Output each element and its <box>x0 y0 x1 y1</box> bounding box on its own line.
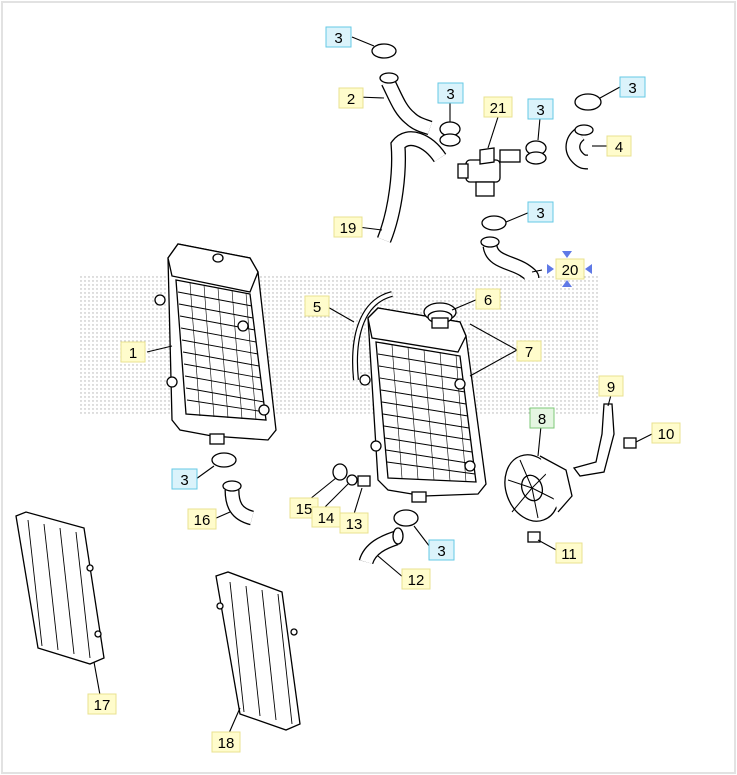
callout-label: 5 <box>313 299 321 316</box>
callout-17[interactable]: 17 <box>87 693 117 715</box>
callout-4[interactable]: 4 <box>606 135 632 157</box>
callout-13[interactable]: 13 <box>339 512 369 534</box>
callout-label: 13 <box>346 516 363 533</box>
callout-label: 11 <box>561 546 577 563</box>
callout-2[interactable]: 2 <box>338 87 364 109</box>
callout-label: 15 <box>296 501 313 518</box>
callout-9[interactable]: 9 <box>598 375 624 397</box>
callout-6[interactable]: 6 <box>475 288 501 310</box>
callout-label: 2 <box>347 91 355 108</box>
callout-16[interactable]: 16 <box>187 508 217 530</box>
hose-19 <box>376 131 447 243</box>
hose-4 <box>565 124 594 170</box>
callout-7[interactable]: 7 <box>516 340 542 362</box>
hardware-small <box>332 463 371 487</box>
screw <box>527 437 637 543</box>
callout-label: 10 <box>658 426 675 443</box>
callout-label: 3 <box>446 86 454 103</box>
callout-3[interactable]: 3 <box>437 82 464 104</box>
cooling-fan <box>504 454 573 522</box>
callout-1[interactable]: 1 <box>120 341 146 363</box>
callout-3[interactable]: 3 <box>527 98 554 120</box>
callout-label: 20 <box>562 262 579 279</box>
hose-16 <box>222 480 255 526</box>
callout-label: 21 <box>490 100 507 117</box>
callout-label: 9 <box>607 379 615 396</box>
callout-8[interactable]: 8 <box>529 407 555 429</box>
callout-12[interactable]: 12 <box>401 568 431 590</box>
radiator-shroud-left <box>15 511 105 665</box>
callout-14[interactable]: 14 <box>311 506 341 528</box>
callout-18[interactable]: 18 <box>211 731 241 753</box>
radiator-shroud-right <box>215 571 301 731</box>
callout-11[interactable]: 11 <box>555 542 583 564</box>
hose-12 <box>358 527 404 565</box>
callout-3[interactable]: 3 <box>428 539 455 561</box>
watermark <box>80 276 600 416</box>
callout-5[interactable]: 5 <box>304 295 330 317</box>
callout-label: 16 <box>194 512 211 529</box>
callout-19[interactable]: 19 <box>333 216 363 238</box>
callout-15[interactable]: 15 <box>289 497 319 519</box>
hose-20 <box>480 236 540 281</box>
radiator-cap <box>423 302 457 329</box>
callout-3[interactable]: 3 <box>619 76 646 98</box>
callout-label: 7 <box>525 344 533 361</box>
hose-2 <box>379 72 433 136</box>
fan-bracket <box>572 403 615 477</box>
callout-label: 1 <box>129 345 137 362</box>
radiator-left <box>154 243 277 445</box>
callout-label: 3 <box>536 205 544 222</box>
thermostat-t-piece <box>457 147 521 197</box>
callout-label: 3 <box>334 30 342 47</box>
callout-label: 14 <box>318 510 335 527</box>
callout-label: 19 <box>340 220 357 237</box>
callout-3[interactable]: 3 <box>527 201 554 223</box>
callout-label: 3 <box>536 102 544 119</box>
callout-21[interactable]: 21 <box>483 96 513 118</box>
callout-label: 3 <box>437 543 445 560</box>
callout-label: 18 <box>218 735 235 752</box>
callout-label: 3 <box>628 80 636 97</box>
callout-label: 8 <box>538 411 546 428</box>
overflow-tube <box>352 291 393 381</box>
callout-label: 4 <box>615 139 623 156</box>
callouts: 3 3 3 3 3 3 3 8 <box>87 26 681 753</box>
hose-clamp <box>211 43 602 527</box>
selection-marker <box>547 251 592 287</box>
callout-label: 6 <box>484 292 492 309</box>
callout-label: 3 <box>180 472 188 489</box>
leader-lines <box>93 36 655 741</box>
callout-3[interactable]: 3 <box>325 26 352 48</box>
callout-20[interactable]: 20 <box>555 258 585 280</box>
callout-label: 12 <box>408 572 425 589</box>
callout-10[interactable]: 10 <box>651 422 681 444</box>
callout-3[interactable]: 3 <box>171 468 198 490</box>
callout-label: 17 <box>94 697 111 714</box>
